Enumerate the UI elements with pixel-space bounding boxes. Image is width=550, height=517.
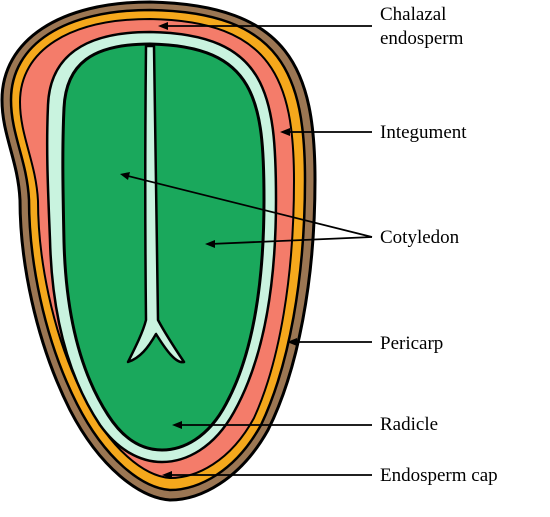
chalazal-endosperm-label-line2: endosperm (380, 28, 464, 49)
radicle-arrowhead (172, 421, 182, 429)
cotyledon-arrowhead-2 (205, 240, 215, 248)
cotyledon-pointer-line-1 (123, 174, 373, 238)
central-channel (126, 44, 186, 364)
integument-label: Integument (380, 122, 467, 143)
cotyledon-body (61, 42, 266, 452)
cotyledon-pointer-line-2 (209, 236, 373, 245)
endosperm-cap-label: Endosperm cap (380, 465, 498, 486)
chalazal-arrowhead (158, 22, 168, 30)
radicle-label: Radicle (380, 414, 439, 435)
pericarp-arrowhead (287, 338, 297, 346)
cotyledon-label: Cotyledon (380, 227, 460, 248)
chalazal-endosperm-label-line1: Chalazal (380, 4, 447, 25)
cotyledon-arrowhead-1 (120, 172, 130, 180)
integument-arrowhead (280, 128, 290, 136)
endosperm-cap-arrowhead (162, 471, 172, 479)
pericarp-label: Pericarp (380, 333, 444, 354)
